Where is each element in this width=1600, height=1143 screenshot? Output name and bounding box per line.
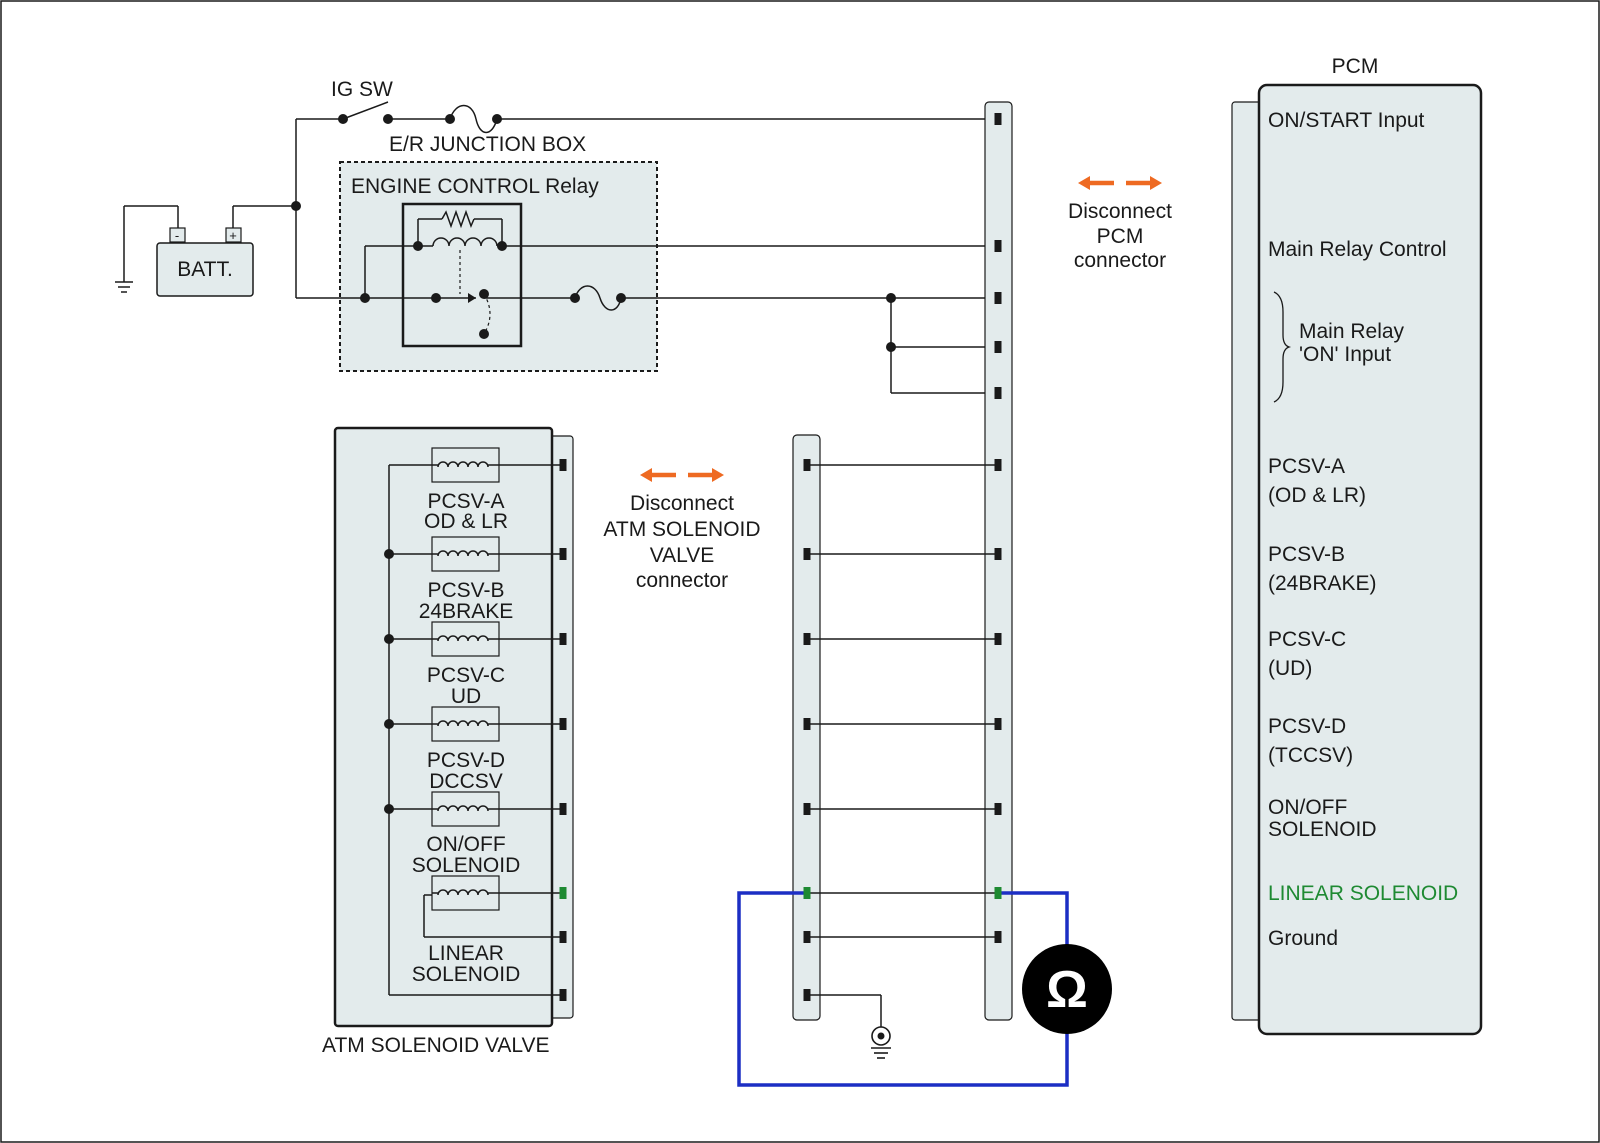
solenoid-label: LINEAR (428, 942, 504, 965)
atm-valve-pin (559, 989, 567, 1001)
atm-connector-pin (803, 989, 811, 1001)
pcm-pin-on-off-line-2: SOLENOID (1268, 818, 1377, 841)
solenoid-label: SOLENOID (412, 854, 521, 877)
harness-wires (807, 464, 998, 938)
solenoid-label: DCCSV (429, 770, 503, 793)
pcm-pin-main-relay-on-line-2: 'ON' Input (1299, 343, 1391, 366)
pcm-connector-pin (994, 292, 1002, 304)
pcm-pin-pcsv-b-line-1: PCSV-B (1268, 543, 1345, 566)
atm-connector-pin (803, 718, 811, 730)
atm-valve-pin (559, 718, 567, 730)
disconnect-pcm-line-1: Disconnect (1068, 200, 1172, 223)
ohmmeter-icon: Ω (737, 891, 1112, 1087)
pcm-pin-main-relay-control: Main Relay Control (1268, 238, 1447, 261)
pcm-pin-main-relay-on-line-1: Main Relay (1299, 320, 1405, 343)
pcm-connector-pin (994, 548, 1002, 560)
pcm-connector-pin (994, 459, 1002, 471)
solenoid-label: PCSV-B (427, 579, 504, 602)
ohmmeter-symbol: Ω (1046, 961, 1088, 1019)
brace-icon (1273, 291, 1292, 403)
pcm-connector-pin (994, 633, 1002, 645)
atm-connector-pin (803, 887, 811, 899)
atm-connector-pin (803, 803, 811, 815)
atm-valve-pin (559, 459, 567, 471)
solenoid-label: PCSV-C (427, 664, 505, 687)
ignition-switch: IG SW (296, 78, 998, 134)
solenoid-label: UD (451, 685, 481, 708)
er-junction-box-label: E/R JUNCTION BOX (389, 133, 586, 156)
pcm-connector-pin (994, 931, 1002, 943)
battery-plus-sign: + (229, 228, 237, 243)
atm-valve-pin (559, 633, 567, 645)
atm-connector-pin (803, 548, 811, 560)
battery-minus-sign: - (175, 228, 179, 243)
double-arrow-icon (1078, 176, 1162, 190)
disconnect-pcm-note: Disconnect PCM connector (1068, 200, 1172, 272)
atm-valve-pin (559, 548, 567, 560)
disconnect-atm-line-3: VALVE (650, 544, 715, 567)
pcm-module: PCM ON/START Input Main Relay Control Ma… (1231, 55, 1483, 1036)
solenoid-label: PCSV-D (427, 749, 505, 772)
solenoid-coils: PCSV-AOD & LRPCSV-B24BRAKEPCSV-CUDPCSV-D… (384, 447, 563, 986)
pcm-connector-pin (994, 803, 1002, 815)
pcm-connector-pin (994, 240, 1002, 252)
disconnect-atm-line-2: ATM SOLENOID (603, 518, 760, 541)
pcm-pin-ground: Ground (1268, 927, 1338, 950)
disconnect-atm-line-1: Disconnect (630, 492, 734, 515)
atm-solenoid-valve-label: ATM SOLENOID VALVE (322, 1034, 550, 1057)
atm-connector-pin (803, 633, 811, 645)
battery-label: BATT. (177, 258, 233, 281)
disconnect-pcm-line-3: connector (1074, 249, 1166, 272)
double-arrow-icon (640, 468, 724, 482)
solenoid-label: 24BRAKE (419, 600, 514, 623)
solenoid-label: OD & LR (424, 510, 508, 533)
battery-icon: - + BATT. (115, 205, 296, 297)
solenoid-label: SOLENOID (412, 963, 521, 986)
pcm-connector-pin (994, 887, 1002, 899)
pcm-connector-pin (994, 387, 1002, 399)
pcm-pin-pcsv-a-line-1: PCSV-A (1268, 455, 1345, 478)
pcm-pin-pcsv-a-line-2: (OD & LR) (1268, 484, 1366, 507)
atm-valve-pin (559, 803, 567, 815)
pcm-connector-pin (994, 341, 1002, 353)
pcm-pin-pcsv-b-line-2: (24BRAKE) (1268, 572, 1377, 595)
atm-connector-pin (803, 931, 811, 943)
pcm-connector-pin (994, 718, 1002, 730)
disconnect-atm-line-4: connector (636, 569, 728, 592)
solenoid-coil: PCSV-CUD (384, 621, 563, 708)
pcm-title: PCM (1332, 55, 1379, 78)
solenoid-label: PCSV-A (427, 490, 504, 513)
pcm-pin-on-off-line-1: ON/OFF (1268, 796, 1347, 819)
ig-sw-label: IG SW (331, 78, 393, 101)
pcm-pin-linear-solenoid: LINEAR SOLENOID (1268, 882, 1458, 905)
ground-symbol-icon (807, 994, 891, 1059)
engine-control-relay: ENGINE CONTROL Relay (339, 161, 998, 372)
atm-valve-pin (559, 931, 567, 943)
pcm-pin-on-start: ON/START Input (1268, 109, 1425, 132)
pcm-pin-pcsv-c-line-1: PCSV-C (1268, 628, 1346, 651)
engine-control-relay-label: ENGINE CONTROL Relay (351, 175, 599, 198)
disconnect-pcm-line-2: PCM (1097, 225, 1144, 248)
solenoid-coil: PCSV-AOD & LR (424, 447, 563, 533)
pcm-connector-pin (994, 113, 1002, 125)
pcm-harness-connector (984, 101, 1013, 1021)
atm-valve-pin (559, 887, 567, 899)
disconnect-atm-note: Disconnect ATM SOLENOID VALVE connector (603, 492, 760, 592)
pcm-pin-pcsv-d-line-2: (TCCSV) (1268, 744, 1353, 767)
pcm-pin-pcsv-c-line-2: (UD) (1268, 657, 1312, 680)
solenoid-label: ON/OFF (426, 833, 505, 856)
atm-connector-pin (803, 459, 811, 471)
pcm-pin-pcsv-d-line-1: PCSV-D (1268, 715, 1346, 738)
